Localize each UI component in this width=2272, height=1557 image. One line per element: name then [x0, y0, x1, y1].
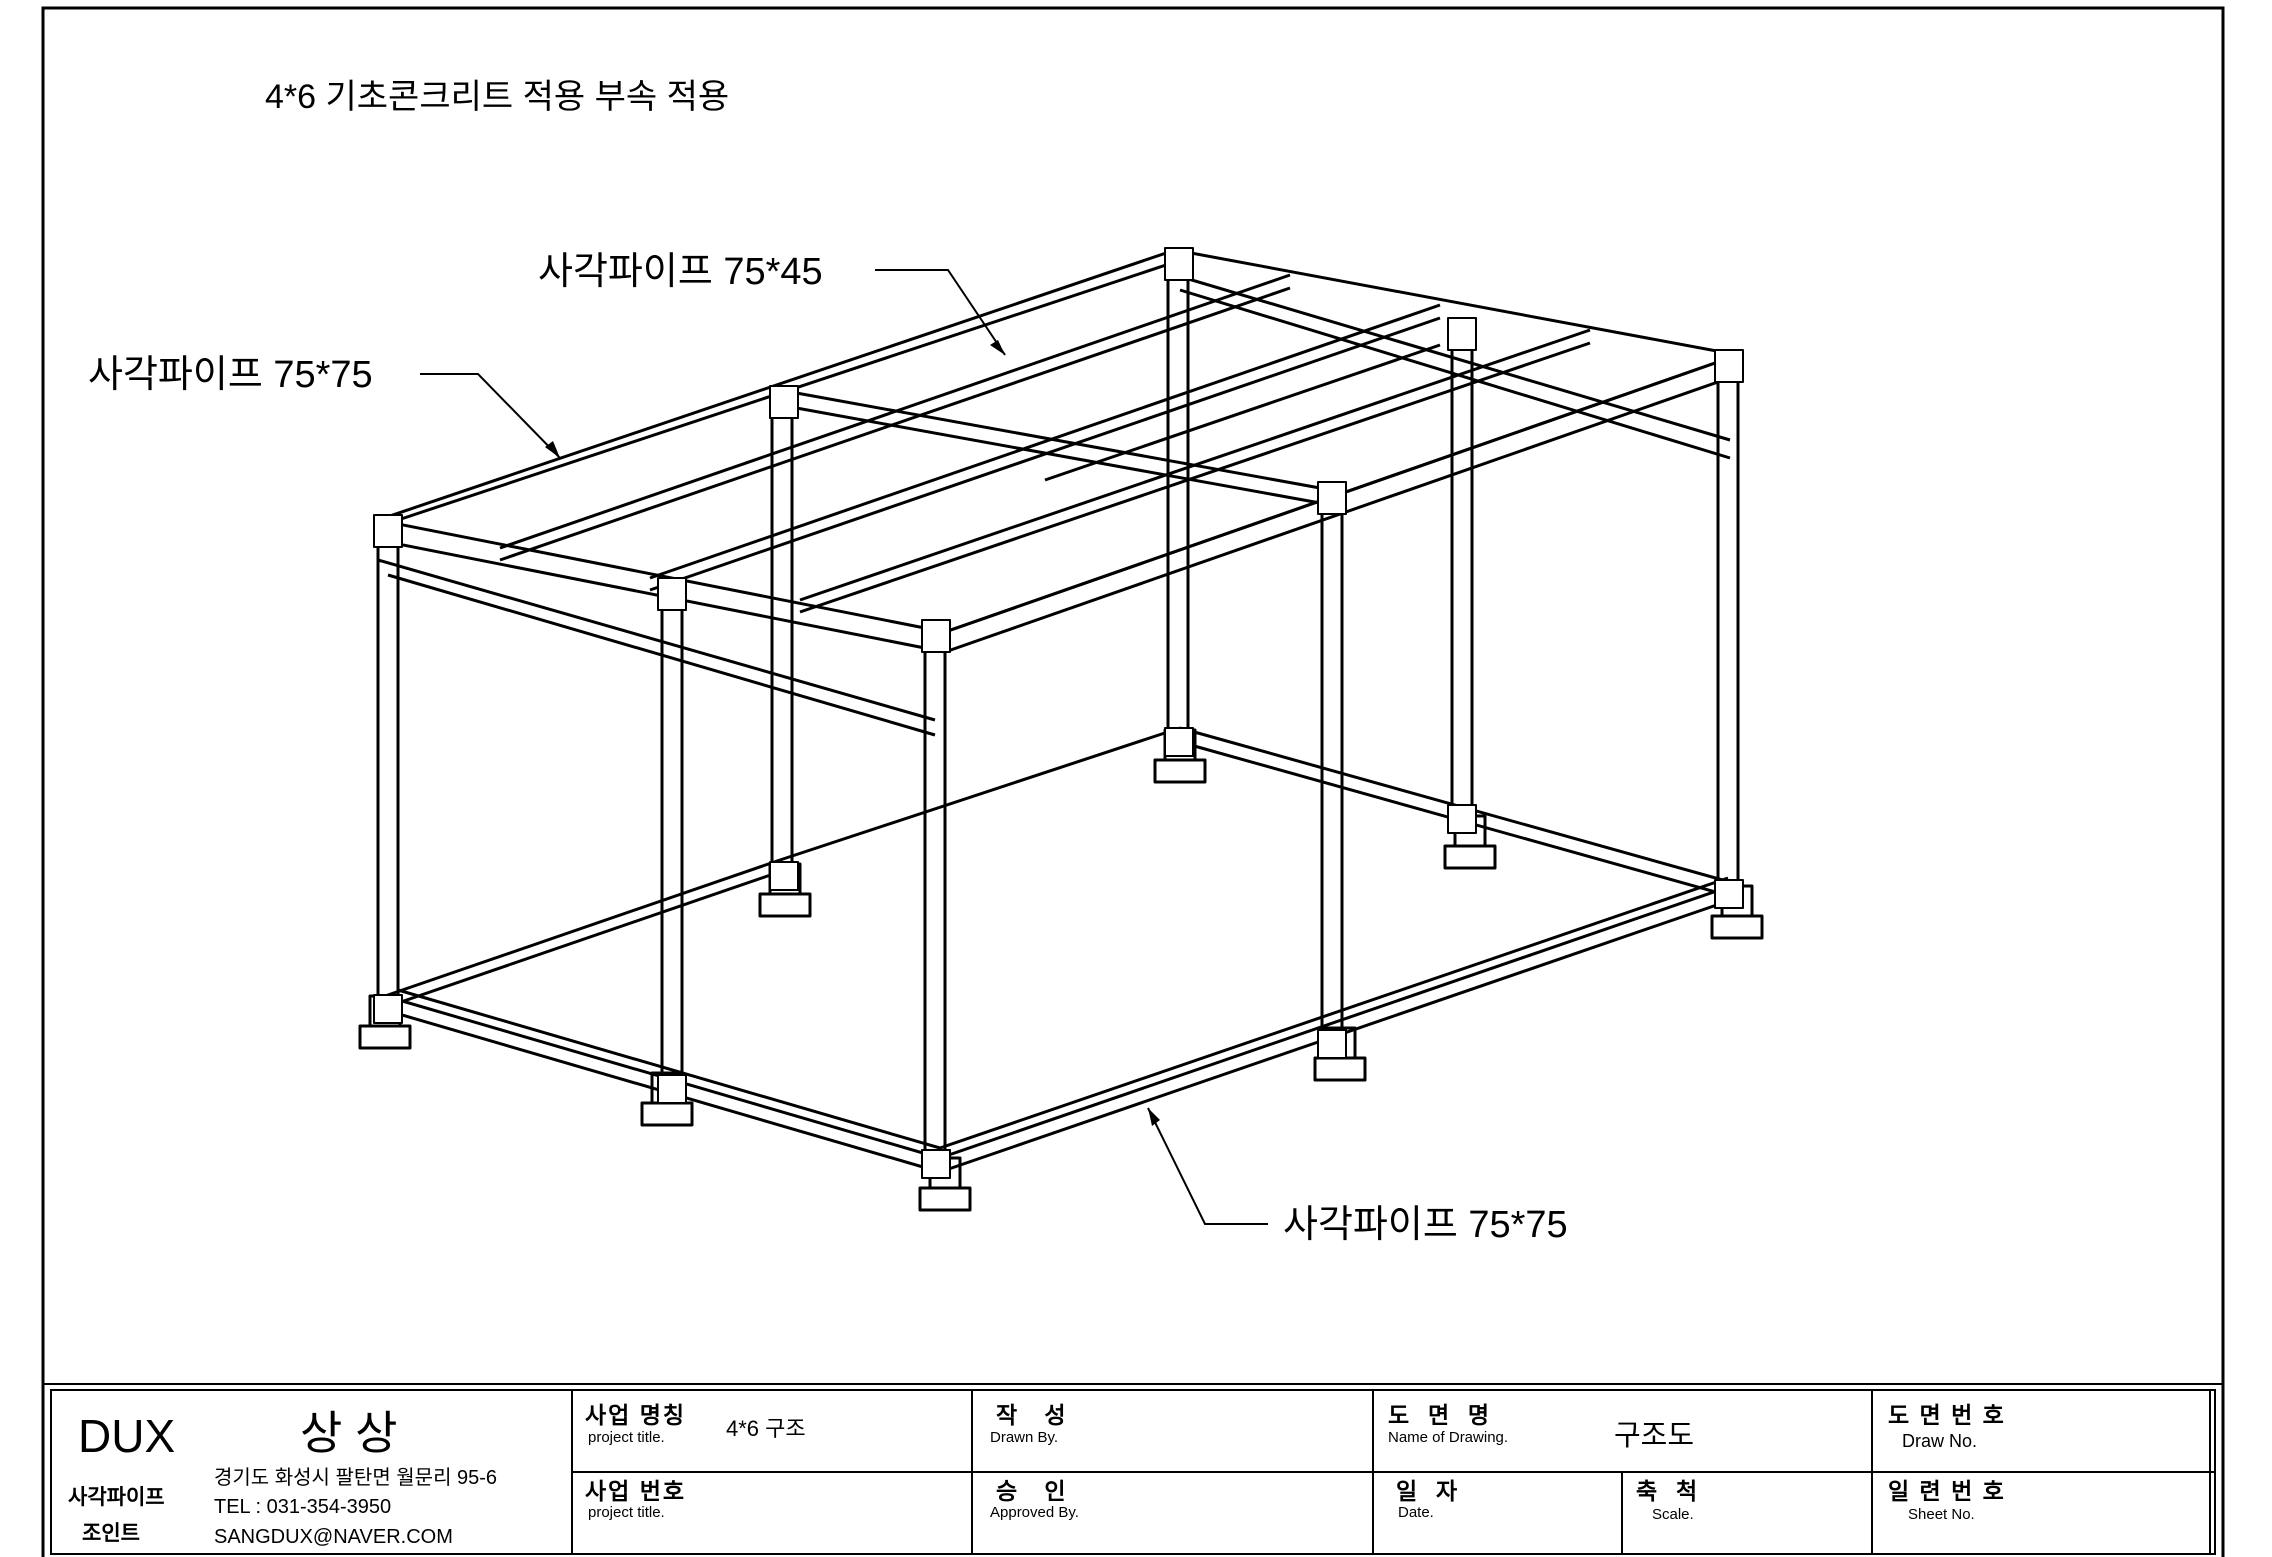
- project-title-sub: project title.: [588, 1429, 665, 1446]
- date-sub: Date.: [1398, 1504, 1434, 1521]
- company-email: SANGDUX@NAVER.COM: [214, 1526, 453, 1548]
- sheet-border: [41, 6, 2225, 1557]
- scale-label: 축 척: [1636, 1478, 1700, 1504]
- drawing-name-value: 구조도: [1614, 1420, 1695, 1452]
- leader-arrowheads: [545, 340, 1160, 1126]
- sheet-no-label: 일 련 번 호: [1888, 1478, 2006, 1504]
- company-brand: DUX: [78, 1410, 176, 1462]
- company-tagline-2: 조인트: [82, 1522, 140, 1545]
- callout-top-purlin: 사각파이프 75*45: [538, 251, 823, 293]
- project-title-value: 4*6 구조: [726, 1416, 806, 1441]
- callout-top-beam: 사각파이프 75*75: [88, 354, 373, 396]
- drawing-name-sub: Name of Drawing.: [1388, 1429, 1509, 1446]
- callout-bottom-beam: 사각파이프 75*75: [1283, 1204, 1568, 1246]
- posts: [376, 262, 1740, 1172]
- leader-lines: [420, 269, 1268, 1225]
- drawn-by-sub: Drawn By.: [990, 1429, 1059, 1446]
- footings: [358, 728, 1764, 1212]
- company-address: 경기도 화성시 팔탄면 월문리 95-6: [214, 1467, 498, 1489]
- joints: [373, 247, 1744, 1179]
- top-frame: [376, 248, 1740, 737]
- approved-by-sub: Approved By.: [990, 1504, 1079, 1521]
- drawing-note: 4*6 기초콘크리트 적용 부속 적용: [265, 78, 730, 116]
- bottom-frame: [384, 726, 1739, 1174]
- drawing-name-label: 도 면 명: [1388, 1402, 1492, 1428]
- scale-sub: Scale.: [1652, 1506, 1694, 1523]
- project-number-label: 사업 번호: [585, 1478, 687, 1504]
- sheet-no-sub: Sheet No.: [1908, 1506, 1975, 1523]
- company-tagline-1: 사각파이프: [68, 1486, 165, 1509]
- company-tel: TEL : 031-354-3950: [214, 1496, 392, 1518]
- project-number-sub: project title.: [588, 1504, 665, 1521]
- date-label: 일 자: [1396, 1478, 1460, 1504]
- drawn-by-label: 작 성: [996, 1402, 1068, 1428]
- title-block-grid: [43, 1383, 2223, 1555]
- company-name: 상 상: [300, 1407, 398, 1459]
- frame-structure: [358, 247, 1764, 1212]
- draw-no-sub: Draw No.: [1902, 1431, 1978, 1451]
- draw-no-label: 도 면 번 호: [1888, 1402, 2006, 1428]
- project-title-label: 사업 명칭: [585, 1402, 687, 1428]
- approved-by-label: 승 인: [996, 1478, 1068, 1504]
